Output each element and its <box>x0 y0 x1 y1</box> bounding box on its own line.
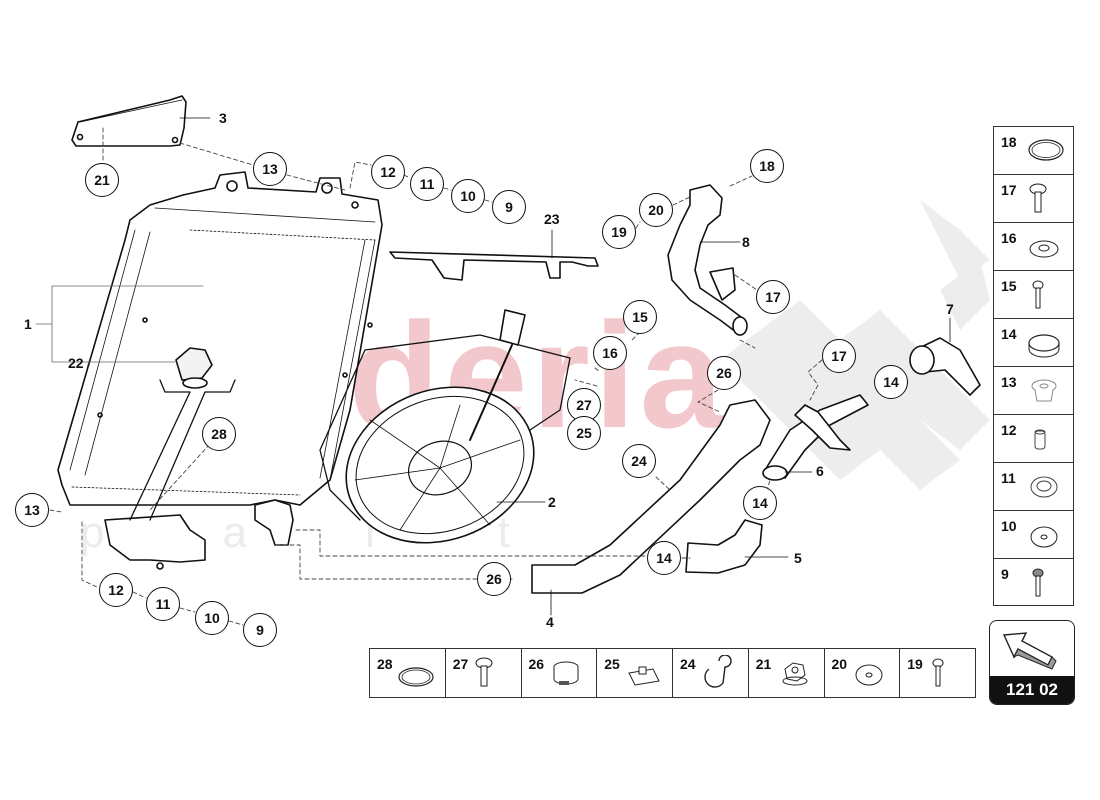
label-23: 23 <box>544 211 560 227</box>
callout-19[interactable]: 19 <box>602 215 636 249</box>
bottom-part-27[interactable]: 27 <box>446 649 522 697</box>
callout-11[interactable]: 11 <box>410 167 444 201</box>
part-number: 19 <box>907 656 923 672</box>
page-reference-box[interactable]: 121 02 <box>989 620 1075 705</box>
bottom-part-24[interactable]: 24 <box>673 649 749 697</box>
side-part-9[interactable]: 9 <box>994 559 1073 607</box>
callout-26[interactable]: 26 <box>477 562 511 596</box>
part-number: 11 <box>1001 470 1016 486</box>
part-number: 24 <box>680 656 696 672</box>
page-reference-number: 121 02 <box>990 676 1074 704</box>
part-number: 13 <box>1001 374 1017 390</box>
label-7: 7 <box>946 301 954 317</box>
label-2: 2 <box>548 494 556 510</box>
bar-23 <box>389 251 599 281</box>
callout-15[interactable]: 15 <box>623 300 657 334</box>
label-8: 8 <box>742 234 750 250</box>
callout-12[interactable]: 12 <box>371 155 405 189</box>
callout-20[interactable]: 20 <box>639 193 673 227</box>
part-number: 17 <box>1001 182 1017 198</box>
part-number: 25 <box>604 656 620 672</box>
hose-5 <box>685 519 763 574</box>
part-number: 15 <box>1001 278 1017 294</box>
callout-25[interactable]: 25 <box>567 416 601 450</box>
callout-17[interactable]: 17 <box>756 280 790 314</box>
callout-9[interactable]: 9 <box>492 190 526 224</box>
arrow-icon <box>1002 632 1057 670</box>
thermostat <box>175 347 213 389</box>
callout-14[interactable]: 14 <box>647 541 681 575</box>
side-part-12[interactable]: 12 <box>994 415 1073 463</box>
callout-24[interactable]: 24 <box>622 444 656 478</box>
callout-13[interactable]: 13 <box>253 152 287 186</box>
side-part-16[interactable]: 16 <box>994 223 1073 271</box>
side-parts-table: 18 17 16 15 14 13 12 11 10 9 <box>993 126 1074 606</box>
callout-21[interactable]: 21 <box>85 163 119 197</box>
callout-26[interactable]: 26 <box>707 356 741 390</box>
side-part-11[interactable]: 11 <box>994 463 1073 511</box>
callout-10[interactable]: 10 <box>195 601 229 635</box>
callout-16[interactable]: 16 <box>593 336 627 370</box>
part-number: 16 <box>1001 230 1017 246</box>
label-5: 5 <box>794 550 802 566</box>
radiator <box>57 171 383 506</box>
bracket-3 <box>71 95 187 147</box>
part-number: 10 <box>1001 518 1017 534</box>
side-part-13[interactable]: 13 <box>994 367 1073 415</box>
bottom-part-25[interactable]: 25 <box>597 649 673 697</box>
thermostat-housing <box>104 499 294 570</box>
label-1: 1 <box>24 316 32 332</box>
part-number: 14 <box>1001 326 1017 342</box>
bottom-part-26[interactable]: 26 <box>522 649 598 697</box>
label-4: 4 <box>546 614 554 630</box>
callout-9[interactable]: 9 <box>243 613 277 647</box>
bottom-part-21[interactable]: 21 <box>749 649 825 697</box>
side-part-15[interactable]: 15 <box>994 271 1073 319</box>
part-number: 28 <box>377 656 393 672</box>
side-part-14[interactable]: 14 <box>994 319 1073 367</box>
callout-14[interactable]: 14 <box>743 486 777 520</box>
hose-4 <box>531 399 771 594</box>
bottom-part-19[interactable]: 19 <box>900 649 975 697</box>
label-6: 6 <box>816 463 824 479</box>
part-number: 21 <box>755 656 772 672</box>
part-number: 20 <box>831 656 848 672</box>
part-number: 27 <box>452 656 469 672</box>
callout-10[interactable]: 10 <box>451 179 485 213</box>
hose-7 <box>909 337 981 396</box>
callout-28[interactable]: 28 <box>202 417 236 451</box>
callout-18[interactable]: 18 <box>750 149 784 183</box>
callout-12[interactable]: 12 <box>99 573 133 607</box>
bottom-part-28[interactable]: 28 <box>370 649 446 697</box>
side-part-18[interactable]: 18 <box>994 127 1073 175</box>
callout-13[interactable]: 13 <box>15 493 49 527</box>
side-part-17[interactable]: 17 <box>994 175 1073 223</box>
pipe-6 <box>762 394 869 481</box>
part-number: 9 <box>1001 566 1009 582</box>
pipe-8 <box>667 184 748 336</box>
label-22: 22 <box>68 355 84 371</box>
callout-14[interactable]: 14 <box>874 365 908 399</box>
side-part-10[interactable]: 10 <box>994 511 1073 559</box>
part-number: 26 <box>528 656 545 672</box>
part-number: 18 <box>1001 134 1017 150</box>
callout-11[interactable]: 11 <box>146 587 180 621</box>
bottom-part-20[interactable]: 20 <box>825 649 901 697</box>
bottom-parts-table: 28 27 26 25 24 21 20 19 <box>369 648 976 698</box>
label-3: 3 <box>219 110 227 126</box>
part-number: 12 <box>1001 422 1017 438</box>
callout-17[interactable]: 17 <box>822 339 856 373</box>
fan <box>319 309 571 544</box>
